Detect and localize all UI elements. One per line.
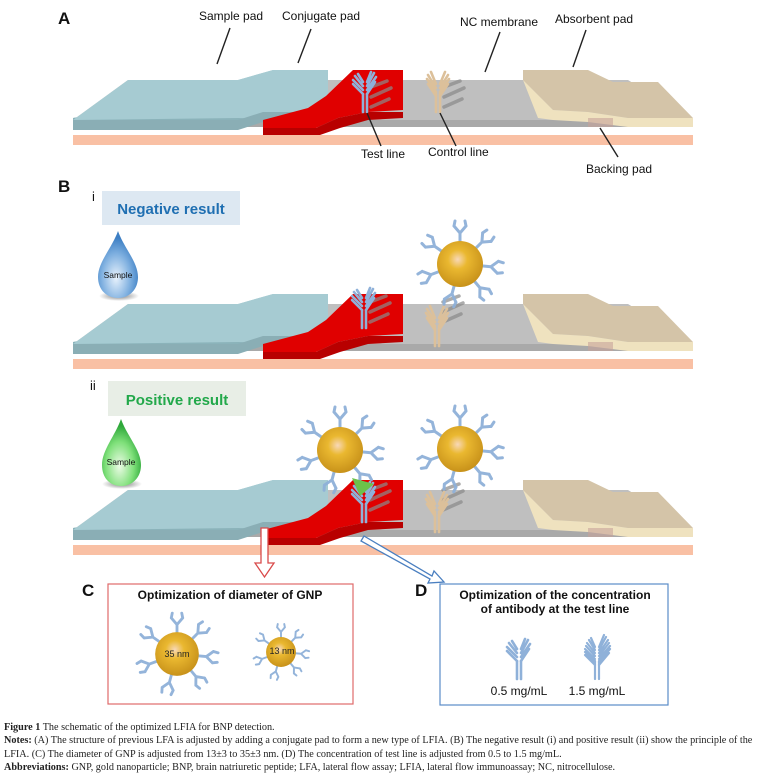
gnp-13nm: 13 nm bbox=[252, 623, 311, 681]
leader-lines bbox=[216, 27, 619, 158]
numeral-i: i bbox=[92, 189, 95, 204]
panel-d-box bbox=[439, 583, 669, 706]
positive-result-title: Positive result bbox=[126, 392, 229, 409]
sample-drop-icon-green: Sample bbox=[102, 419, 142, 489]
drop-label: Sample bbox=[107, 457, 136, 467]
panel-c-letter: C bbox=[82, 581, 94, 600]
panel-b-letter: B bbox=[58, 177, 70, 196]
panel-d: D Optimization of the concentration of a… bbox=[415, 581, 669, 706]
label-test-line: Test line bbox=[361, 147, 405, 161]
label-backing-pad: Backing pad bbox=[586, 162, 652, 176]
label-control-line: Control line bbox=[428, 145, 489, 159]
negative-result-title: Negative result bbox=[117, 201, 225, 218]
panel-a: A Sample pad Conjugate pad NC membrane A… bbox=[58, 9, 693, 176]
gnp-conjugate bbox=[416, 219, 505, 309]
concentration-1.5-label: 1.5 mg/mL bbox=[569, 684, 626, 698]
sample-drop-icon-blue: Sample bbox=[98, 231, 139, 301]
lfia-schematic-figure: A Sample pad Conjugate pad NC membrane A… bbox=[58, 9, 693, 706]
caption-notes: Notes: (A) The structure of previous LFA… bbox=[4, 734, 754, 761]
antibody-0.5-mg-ml: 0.5 mg/mL bbox=[491, 637, 548, 698]
numeral-ii: ii bbox=[90, 378, 96, 393]
figure-title: The schematic of the optimized LFIA for … bbox=[42, 722, 275, 733]
gnp-13nm-label: 13 nm bbox=[269, 646, 294, 656]
bnp-analyte-icon bbox=[352, 478, 374, 496]
panel-d-title-line2: of antibody at the test line bbox=[481, 602, 630, 616]
caption-title-line: Figure 1 The schematic of the optimized … bbox=[4, 721, 754, 734]
panel-d-letter: D bbox=[415, 581, 427, 600]
panel-c-box bbox=[107, 583, 354, 705]
figure-caption: Figure 1 The schematic of the optimized … bbox=[4, 721, 754, 775]
antibody-1.5-mg-ml: 1.5 mg/mL bbox=[569, 633, 626, 698]
gnp-35nm: 35 nm bbox=[135, 611, 220, 697]
label-nc-membrane: NC membrane bbox=[460, 15, 538, 29]
notes-text: (A) The structure of previous LFA is adj… bbox=[4, 735, 753, 760]
label-absorbent-pad: Absorbent pad bbox=[555, 12, 633, 26]
concentration-0.5-label: 0.5 mg/mL bbox=[491, 684, 548, 698]
abbreviations-text: GNP, gold nanoparticle; BNP, brain natri… bbox=[71, 762, 616, 774]
drop-label: Sample bbox=[104, 270, 133, 280]
panel-c: C Optimization of diameter of GNP 35 nm … bbox=[82, 581, 354, 705]
negative-result-section: i Negative result Sample bbox=[73, 189, 693, 369]
panel-c-title: Optimization of diameter of GNP bbox=[138, 588, 323, 602]
arrow-to-panel-d bbox=[360, 535, 446, 584]
arrow-to-panel-c bbox=[253, 527, 276, 579]
notes-label: Notes: bbox=[4, 735, 32, 747]
panel-d-title-line1: Optimization of the concentration bbox=[459, 588, 650, 602]
caption-abbreviations: Abbreviations: GNP, gold nanoparticle; B… bbox=[4, 761, 754, 774]
lfa-strip-positive bbox=[73, 480, 693, 555]
positive-result-section: ii Positive result Sample bbox=[73, 378, 693, 584]
positive-result-banner bbox=[108, 381, 246, 416]
gnp-35nm-label: 35 nm bbox=[164, 649, 189, 659]
abbreviations-label: Abbreviations: bbox=[4, 762, 69, 774]
gnp-conjugate bbox=[416, 404, 505, 494]
panel-a-letter: A bbox=[58, 9, 70, 28]
negative-result-banner bbox=[102, 191, 240, 225]
label-conjugate-pad: Conjugate pad bbox=[282, 9, 360, 23]
panel-b: B i Negative result Sample ii Posit bbox=[58, 177, 693, 584]
label-sample-pad: Sample pad bbox=[199, 9, 263, 23]
figure-label: Figure 1 bbox=[4, 722, 41, 733]
